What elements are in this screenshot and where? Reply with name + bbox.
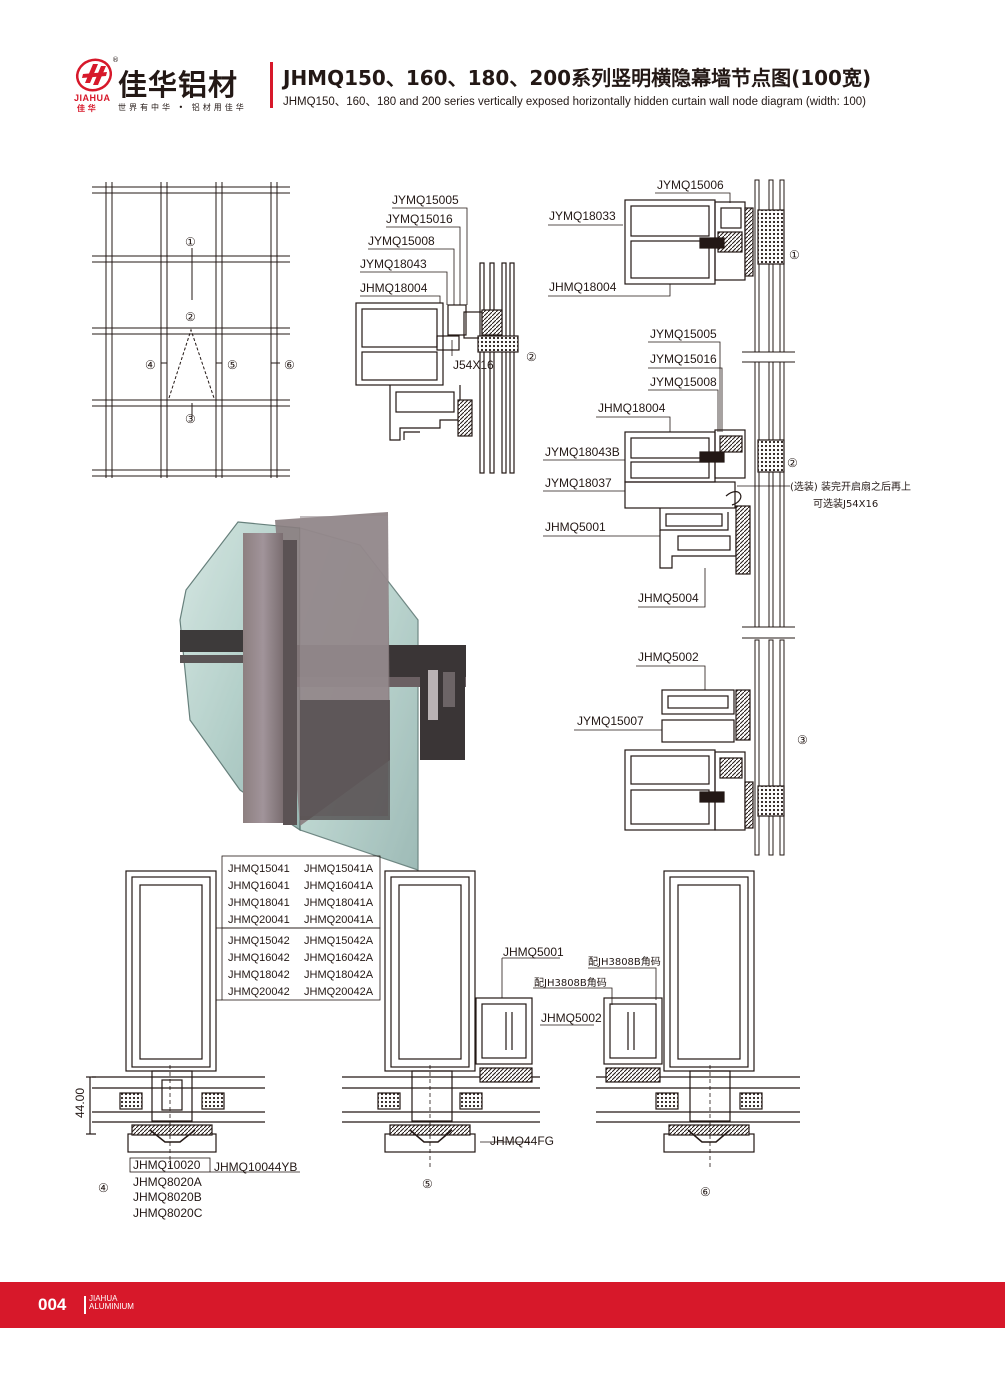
node6-label-corner-code: 配JH3808B角码: [588, 956, 661, 968]
note-optional-line2: 可选装J54X16: [813, 497, 878, 510]
page-subtitle: JHMQ150、160、180 and 200 series verticall…: [283, 96, 866, 108]
brand-name-en: JIAHUA: [74, 93, 111, 103]
node5-label-jhmq44fg: JHMQ44FG: [490, 1134, 554, 1148]
table-cell: JHMQ20042: [228, 986, 290, 998]
elevation-grid: [92, 182, 290, 478]
table-cell: JHMQ15042: [228, 935, 290, 947]
node4-dimension: 44.00: [73, 1088, 87, 1118]
grid-marker-6: ⑥: [284, 358, 295, 372]
node4-label-jhmq8020c: JHMQ8020C: [133, 1206, 203, 1220]
table-cell: JHMQ16041: [228, 880, 290, 892]
grid-marker-4: ④: [145, 358, 156, 372]
node4-label-jhmq10020: JHMQ10020: [133, 1158, 201, 1172]
mullion-table-rows: JHMQ15041 JHMQ15041A JHMQ16041 JHMQ16041…: [228, 863, 374, 998]
node5-label-corner-code: 配JH3808B角码: [534, 977, 607, 989]
section-glass: [742, 179, 795, 856]
node2-label-jymq15016: JYMQ15016: [386, 212, 453, 226]
section-node3: [624, 689, 785, 831]
node6-marker: ⑥: [700, 1185, 711, 1199]
section-marker-3: ③: [797, 733, 808, 747]
section-node1: [624, 199, 785, 285]
brand-sub: 佳 华: [77, 104, 96, 113]
node2-label-jymq15005: JYMQ15005: [392, 193, 459, 207]
node2-label-j54x16: J54X16: [453, 358, 494, 372]
page-header: ® 佳华铝材 JIAHUA 佳 华 世界有中华 • 铝材用佳华 JHMQ150、…: [0, 0, 1005, 130]
section-node2: [624, 429, 785, 575]
grid-marker-3: ③: [185, 412, 196, 426]
table-cell: JHMQ16041A: [304, 880, 374, 892]
node2-label-jymq18043: JYMQ18043: [360, 257, 427, 271]
page-footer: 004 JIAHUA ALUMINIUM: [0, 1282, 1005, 1328]
label-jymq15008: JYMQ15008: [650, 375, 717, 389]
footer-brand: JIAHUA ALUMINIUM: [89, 1295, 134, 1311]
footer-brand-line2: ALUMINIUM: [89, 1302, 134, 1311]
node2-drawing: [355, 262, 519, 474]
footer-brand-line1: JIAHUA: [89, 1294, 118, 1303]
plan-node6: [596, 870, 800, 1170]
node2-marker: ②: [526, 350, 537, 364]
page-number: 004: [38, 1295, 67, 1314]
node4-label-jhmq8020a: JHMQ8020A: [133, 1175, 202, 1189]
section-marker-2: ②: [787, 456, 798, 470]
note-optional-line1: (选装) 装完开启扇之后再上: [790, 480, 911, 493]
table-cell: JHMQ20042A: [304, 986, 374, 998]
mullion-table-frame: [216, 855, 381, 1001]
node4-marker: ④: [98, 1181, 109, 1195]
label-jhmq5002: JHMQ5002: [638, 650, 699, 664]
node2-label-jhmq18004: JHMQ18004: [360, 281, 428, 295]
node4-label-box: [129, 1157, 300, 1173]
table-cell: JHMQ20041A: [304, 914, 374, 926]
table-cell: JHMQ16042A: [304, 952, 374, 964]
table-cell: JHMQ18042: [228, 969, 290, 981]
brand-name: 佳华铝材: [118, 68, 239, 102]
table-cell: JHMQ18041A: [304, 897, 374, 909]
label-jymq18033: JYMQ18033: [549, 209, 616, 223]
label-jymq18043b: JYMQ18043B: [545, 445, 620, 459]
page-title: JHMQ150、160、180、200系列竖明横隐幕墙节点图(100宽): [283, 66, 872, 90]
node4-label-jhmq10044yb: JHMQ10044YB: [214, 1160, 297, 1174]
label-jhmq5001: JHMQ5001: [545, 520, 606, 534]
curtain-wall-3d-render: [179, 512, 466, 871]
plan-node5: [342, 870, 540, 1170]
label-jymq15007: JYMQ15007: [577, 714, 644, 728]
label-jymq15016: JYMQ15016: [650, 352, 717, 366]
table-cell: JHMQ18041: [228, 897, 290, 909]
node5-leaders: [480, 957, 613, 1143]
label-jymq18037: JYMQ18037: [545, 476, 612, 490]
node4-label-jhmq8020b: JHMQ8020B: [133, 1190, 202, 1204]
label-jymq15006: JYMQ15006: [657, 178, 724, 192]
plan-node4: [86, 870, 265, 1170]
table-cell: JHMQ20041: [228, 914, 290, 926]
grid-marker-1: ①: [185, 235, 196, 249]
label-jhmq5004: JHMQ5004: [638, 591, 699, 605]
table-cell: JHMQ15042A: [304, 935, 374, 947]
node5-label-jhmq5001: JHMQ5001: [503, 945, 564, 959]
table-cell: JHMQ15041: [228, 863, 290, 875]
header-divider: [270, 62, 273, 108]
brand-slogan: 世界有中华 • 铝材用佳华: [118, 103, 247, 112]
label-jymq15005: JYMQ15005: [650, 327, 717, 341]
table-cell: JHMQ15041A: [304, 863, 374, 875]
grid-marker-2: ②: [185, 310, 196, 324]
grid-marker-5: ⑤: [227, 358, 238, 372]
node2-label-jymq15008: JYMQ15008: [368, 234, 435, 248]
registered-mark: ®: [112, 56, 119, 64]
footer-divider: [84, 1296, 86, 1314]
node5-label-jhmq5002: JHMQ5002: [541, 1011, 602, 1025]
label-jhmq18004-top: JHMQ18004: [549, 280, 617, 294]
label-jhmq18004-mid: JHMQ18004: [598, 401, 666, 415]
section-marker-1: ①: [789, 248, 800, 262]
jiahua-logo-icon: [75, 58, 113, 92]
node5-marker: ⑤: [422, 1177, 433, 1191]
node-diagram: ① ② ④ ⑤ ⑥ ③ JYMQ15005 JYMQ15016 JYMQ1500…: [73, 178, 911, 1220]
table-cell: JHMQ18042A: [304, 969, 374, 981]
node6-leaders: [588, 967, 657, 1000]
section-leaders: [543, 192, 790, 731]
table-cell: JHMQ16042: [228, 952, 290, 964]
node2-leaders: [360, 207, 468, 356]
